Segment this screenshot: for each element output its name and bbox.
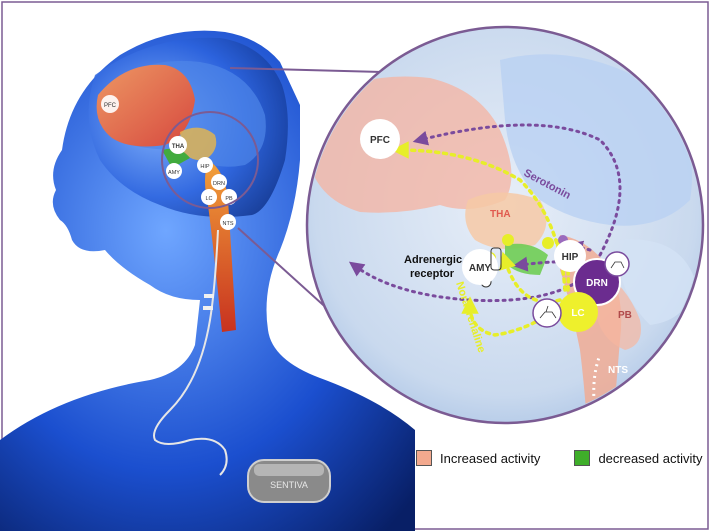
device-label: SENTIVA — [270, 480, 308, 490]
zoom-lc-label: LC — [571, 308, 584, 319]
noradrenaline-molecule-icon — [533, 299, 561, 327]
legend-item-decreased: decreased activity — [574, 450, 702, 466]
zoom-pb-label: PB — [618, 310, 632, 321]
serotonin-molecule-icon — [605, 252, 629, 276]
zoom-amy-label: AMY — [469, 263, 492, 274]
left-drn-label: DRN — [213, 181, 225, 187]
left-tha-label: THA — [172, 144, 185, 150]
zoom-drn-label: DRN — [586, 278, 608, 289]
legend-label-increased: Increased activity — [440, 451, 540, 466]
left-pb-label: PB — [225, 196, 233, 202]
legend-label-decreased: decreased activity — [598, 451, 702, 466]
legend-item-increased: Increased activity — [416, 450, 540, 466]
left-lc-label: LC — [205, 196, 212, 202]
zoom-nts-label: NTS — [608, 365, 628, 376]
zoom-pfc-label: PFC — [370, 135, 390, 146]
legend-swatch-increased — [416, 450, 432, 466]
legend: Increased activity decreased activity — [416, 450, 703, 466]
zoom-hip-label: HIP — [562, 252, 579, 263]
left-amy-label: AMY — [168, 170, 180, 176]
left-nts-label: NTS — [223, 221, 234, 227]
legend-swatch-decreased — [574, 450, 590, 466]
zoom-tha-label: THA — [490, 209, 511, 220]
left-pfc-label: PFC — [104, 103, 117, 109]
left-hip-label: HIP — [200, 164, 210, 170]
